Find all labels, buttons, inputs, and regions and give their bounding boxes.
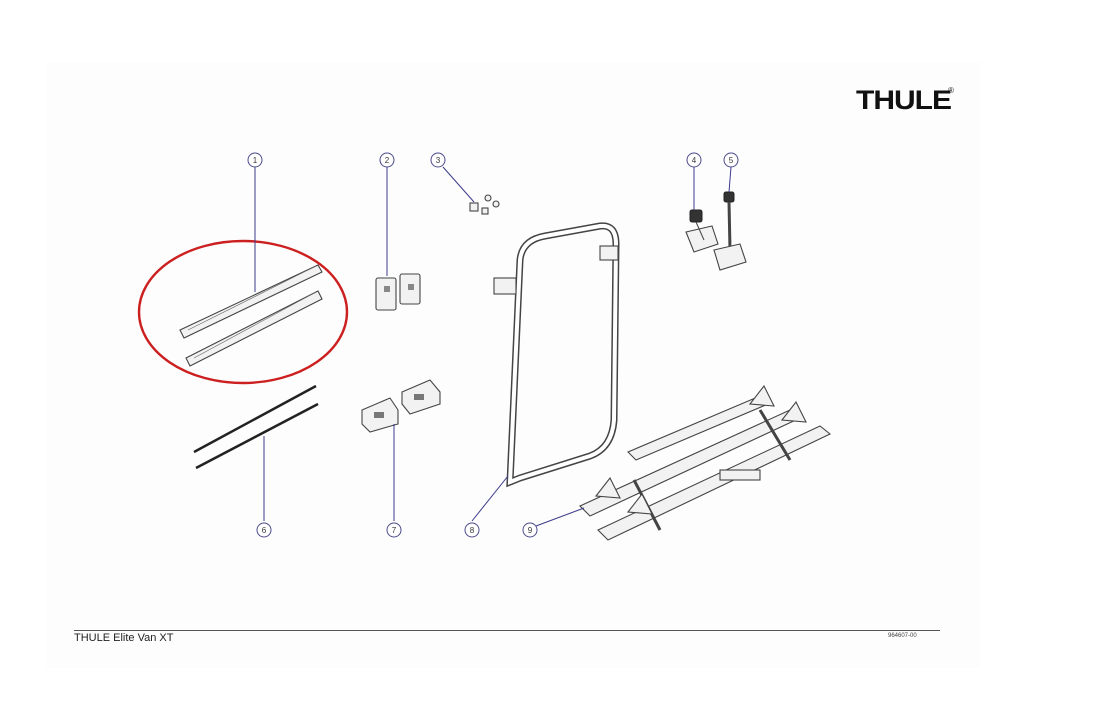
callout-4: 4 (686, 152, 702, 168)
footer-rule (74, 630, 940, 631)
part-9-carrier[interactable] (579, 384, 832, 541)
callout-2: 2 (379, 152, 395, 168)
part-5-knob[interactable] (713, 191, 747, 271)
registered-mark: ® (948, 86, 954, 95)
part-3-hardware[interactable] (469, 194, 500, 215)
callout-1: 1 (247, 152, 263, 168)
svg-text:3: 3 (436, 156, 441, 165)
part-1-rails[interactable] (179, 264, 323, 367)
part-8-frame[interactable] (493, 222, 620, 488)
footer-code: 964607-00 (888, 633, 917, 639)
svg-text:1: 1 (253, 156, 258, 165)
callout-7: 7 (386, 522, 402, 538)
part-6-strips[interactable] (193, 384, 319, 470)
part-7-clamps[interactable] (361, 379, 441, 433)
callout-6: 6 (256, 522, 272, 538)
part-4-knob[interactable] (685, 209, 719, 253)
svg-text:6: 6 (262, 526, 267, 535)
part-2-bracket[interactable] (375, 273, 421, 311)
callout-3: 3 (430, 152, 446, 168)
svg-text:5: 5 (729, 156, 734, 165)
svg-text:8: 8 (470, 526, 475, 535)
callout-5: 5 (723, 152, 739, 168)
footer-title: THULE Elite Van XT (74, 632, 174, 644)
svg-text:7: 7 (392, 526, 397, 535)
svg-text:9: 9 (528, 526, 533, 535)
highlight-circle (137, 239, 349, 385)
svg-text:2: 2 (385, 156, 390, 165)
callout-9: 9 (522, 522, 538, 538)
svg-text:4: 4 (692, 156, 697, 165)
thule-logo: THULE (856, 85, 952, 116)
callout-8: 8 (464, 522, 480, 538)
